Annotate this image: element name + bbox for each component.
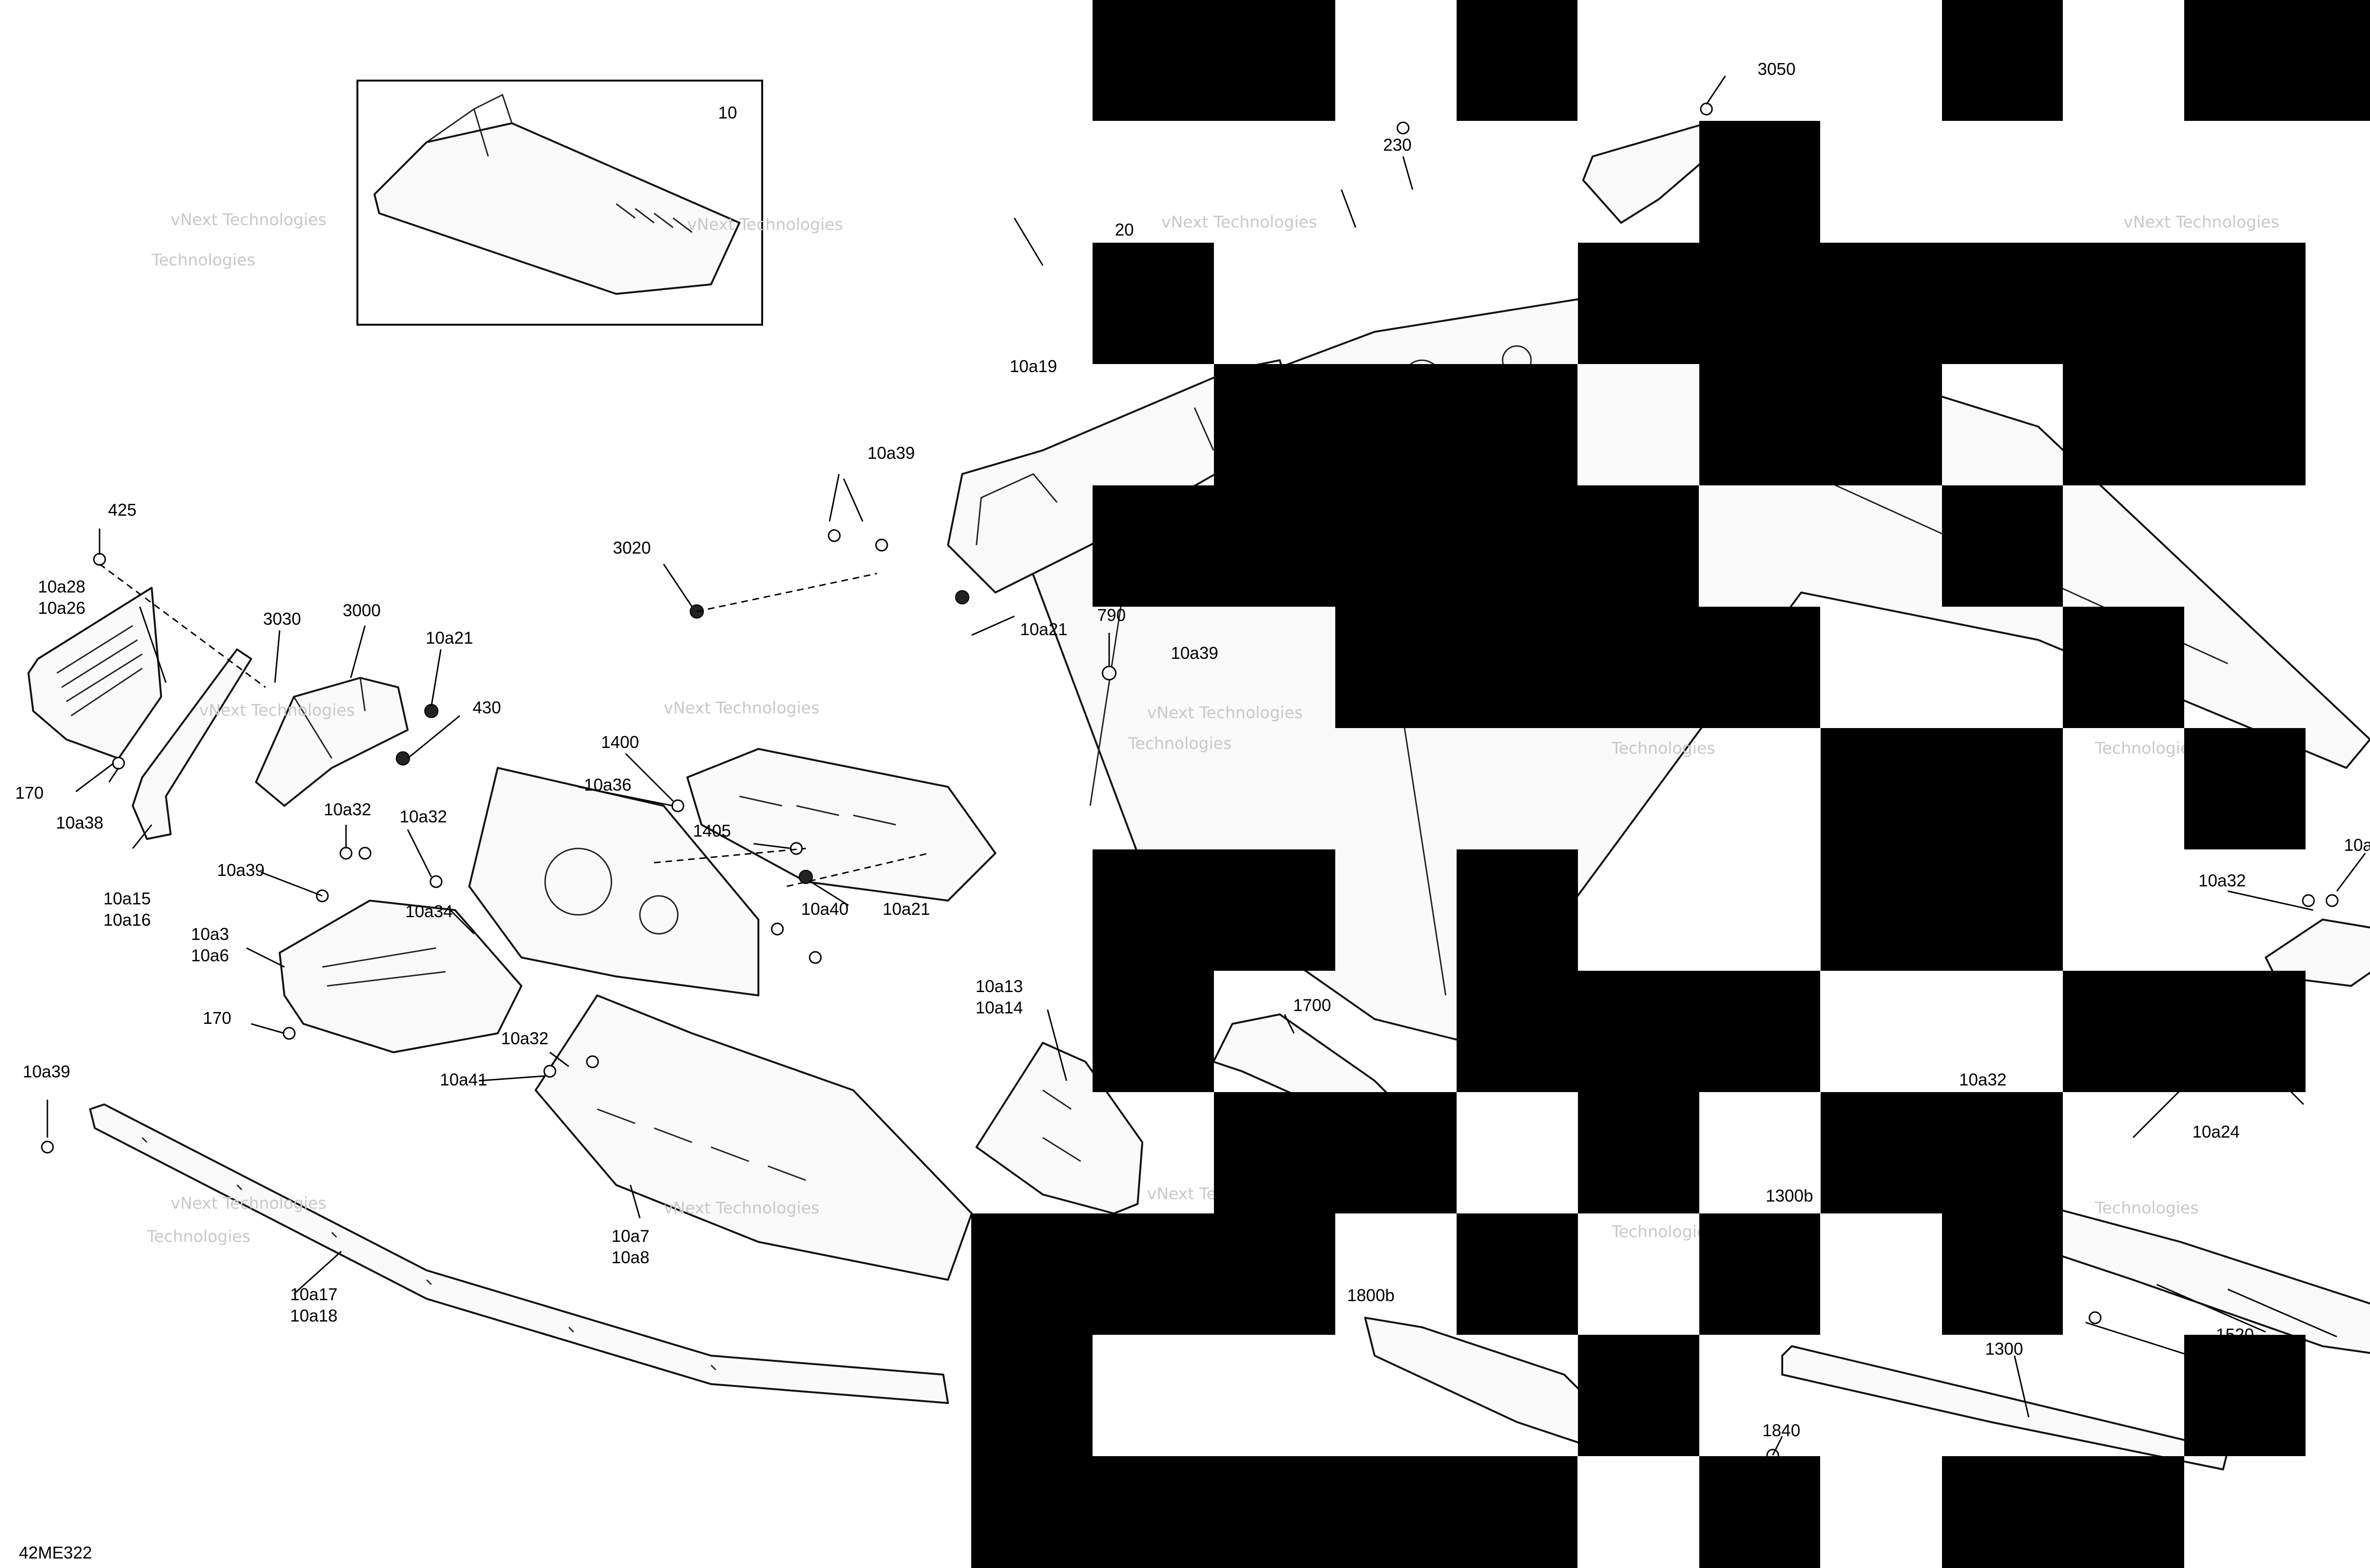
callout-1840: 1840 bbox=[1762, 1421, 1800, 1440]
diagram-code: 42ME322 bbox=[19, 1543, 92, 1562]
callout-10a21-low: 10a21 bbox=[883, 899, 930, 919]
callout-10a39-top: 10a39 bbox=[867, 443, 915, 463]
watermark-1b: Technologies bbox=[151, 251, 255, 270]
callout-1700: 1700 bbox=[1293, 995, 1331, 1015]
watermark-10b: Technologies bbox=[146, 1227, 250, 1246]
callout-10a19: 10a19 bbox=[1010, 356, 1057, 376]
inset-label: 10 bbox=[718, 103, 737, 122]
plate-10a36 bbox=[468, 767, 759, 996]
callout-10a32-a: 10a32 bbox=[324, 800, 371, 819]
panel-10a19 bbox=[947, 359, 1300, 593]
leader-lines bbox=[46, 75, 2366, 1456]
callout-10a39-mid: 10a39 bbox=[1171, 643, 1218, 663]
callout-3000: 3000 bbox=[343, 601, 381, 620]
panel-10a7 bbox=[535, 994, 973, 1281]
callout-10a40-right: 10a40 bbox=[2344, 835, 2370, 855]
watermark-9a: Technologies bbox=[2095, 739, 2198, 758]
callout-10a21-mid: 10a21 bbox=[426, 628, 473, 647]
watermark-5a: vNext Technologies bbox=[199, 701, 355, 720]
callout-10a28: 10a28 bbox=[38, 577, 85, 596]
callout-1405: 1405 bbox=[693, 821, 731, 840]
callout-10a14: 10a14 bbox=[975, 998, 1023, 1017]
callout-170-left: 170 bbox=[15, 783, 44, 802]
watermark-7a: vNext Technologies bbox=[1147, 703, 1303, 722]
callout-10a38: 10a38 bbox=[56, 813, 103, 832]
callout-1400: 1400 bbox=[601, 732, 639, 752]
watermark-14a: Technologies bbox=[2095, 1199, 2198, 1218]
callout-10a3: 10a3 bbox=[191, 924, 229, 944]
watermark-10a: vNext Technologies bbox=[171, 1194, 327, 1213]
callout-1300: 1300 bbox=[1985, 1339, 2023, 1358]
callout-1300b: 1300b bbox=[1766, 1186, 1813, 1205]
callout-430: 430 bbox=[473, 698, 501, 717]
watermark-4a: vNext Technologies bbox=[2124, 213, 2279, 232]
callout-10a32-lower: 10a32 bbox=[1959, 1070, 2006, 1089]
rail-1800 bbox=[1364, 1317, 1613, 1451]
callout-10a39-left: 10a39 bbox=[217, 860, 264, 880]
callout-425: 425 bbox=[108, 500, 137, 520]
callout-10a32-b: 10a32 bbox=[400, 807, 447, 826]
callout-10a26: 10a26 bbox=[38, 598, 85, 618]
watermark-13a: Technologies bbox=[1611, 1222, 1715, 1241]
watermark-11a: vNext Technologies bbox=[664, 1199, 820, 1218]
callout-10a32-c: 10a32 bbox=[501, 1029, 548, 1048]
watermark-2a: vNext Technologies bbox=[687, 215, 843, 234]
callout-1800b: 1800b bbox=[1347, 1285, 1395, 1305]
callout-10a21-top: 10a21 bbox=[1020, 620, 1067, 639]
callout-3020: 3020 bbox=[613, 538, 651, 557]
callout-790: 790 bbox=[1097, 605, 1126, 625]
callout-10a36: 10a36 bbox=[584, 775, 631, 794]
callout-3030: 3030 bbox=[263, 609, 301, 629]
callout-10a8: 10a8 bbox=[611, 1248, 649, 1267]
strut-10a15 bbox=[132, 648, 252, 840]
callout-10a34: 10a34 bbox=[405, 902, 453, 921]
callout-3050: 3050 bbox=[1758, 59, 1796, 79]
running-board-1300 bbox=[1781, 1345, 2229, 1470]
watermarks: vNext Technologies Technologies vNext Te… bbox=[146, 210, 2279, 1246]
callout-10a41: 10a41 bbox=[440, 1070, 487, 1089]
callout-10a18: 10a18 bbox=[290, 1306, 337, 1325]
callout-20: 20 bbox=[1115, 220, 1134, 239]
bracket-3000 bbox=[255, 677, 409, 807]
bracket-10a28 bbox=[27, 587, 162, 759]
callout-10a32-right: 10a32 bbox=[2198, 871, 2246, 890]
running-board-10a17 bbox=[89, 1103, 949, 1404]
watermark-1a: vNext Technologies bbox=[171, 210, 327, 229]
rear-rail bbox=[2037, 1203, 2370, 1354]
callout-10a24: 10a24 bbox=[2192, 1122, 2240, 1141]
skid-plate-10a3 bbox=[279, 900, 522, 1053]
callout-10a13: 10a13 bbox=[975, 976, 1023, 996]
callout-170-low: 170 bbox=[203, 1008, 231, 1028]
watermark-8a: Technologies bbox=[1611, 739, 1715, 758]
watermark-3a: vNext Technologies bbox=[1161, 213, 1317, 232]
callout-10a7: 10a7 bbox=[611, 1226, 649, 1246]
watermark-7b: Technologies bbox=[1128, 734, 1231, 753]
inset-overview: 10 bbox=[356, 80, 763, 326]
redaction-blocks bbox=[971, 0, 2370, 1568]
plate-1400 bbox=[686, 748, 996, 902]
callout-230: 230 bbox=[1383, 135, 1412, 155]
callout-10a6: 10a6 bbox=[191, 946, 229, 965]
watermark-6a: vNext Technologies bbox=[664, 699, 820, 718]
callout-10a17: 10a17 bbox=[290, 1285, 337, 1304]
callouts: 3050 230 20 10a19 10a39 425 3020 10a21 7… bbox=[15, 59, 2370, 1562]
callout-10a40-mid: 10a40 bbox=[801, 899, 848, 919]
callout-10a15: 10a15 bbox=[103, 889, 151, 908]
callout-10a16: 10a16 bbox=[103, 910, 151, 930]
callout-10a39-far: 10a39 bbox=[23, 1062, 70, 1081]
